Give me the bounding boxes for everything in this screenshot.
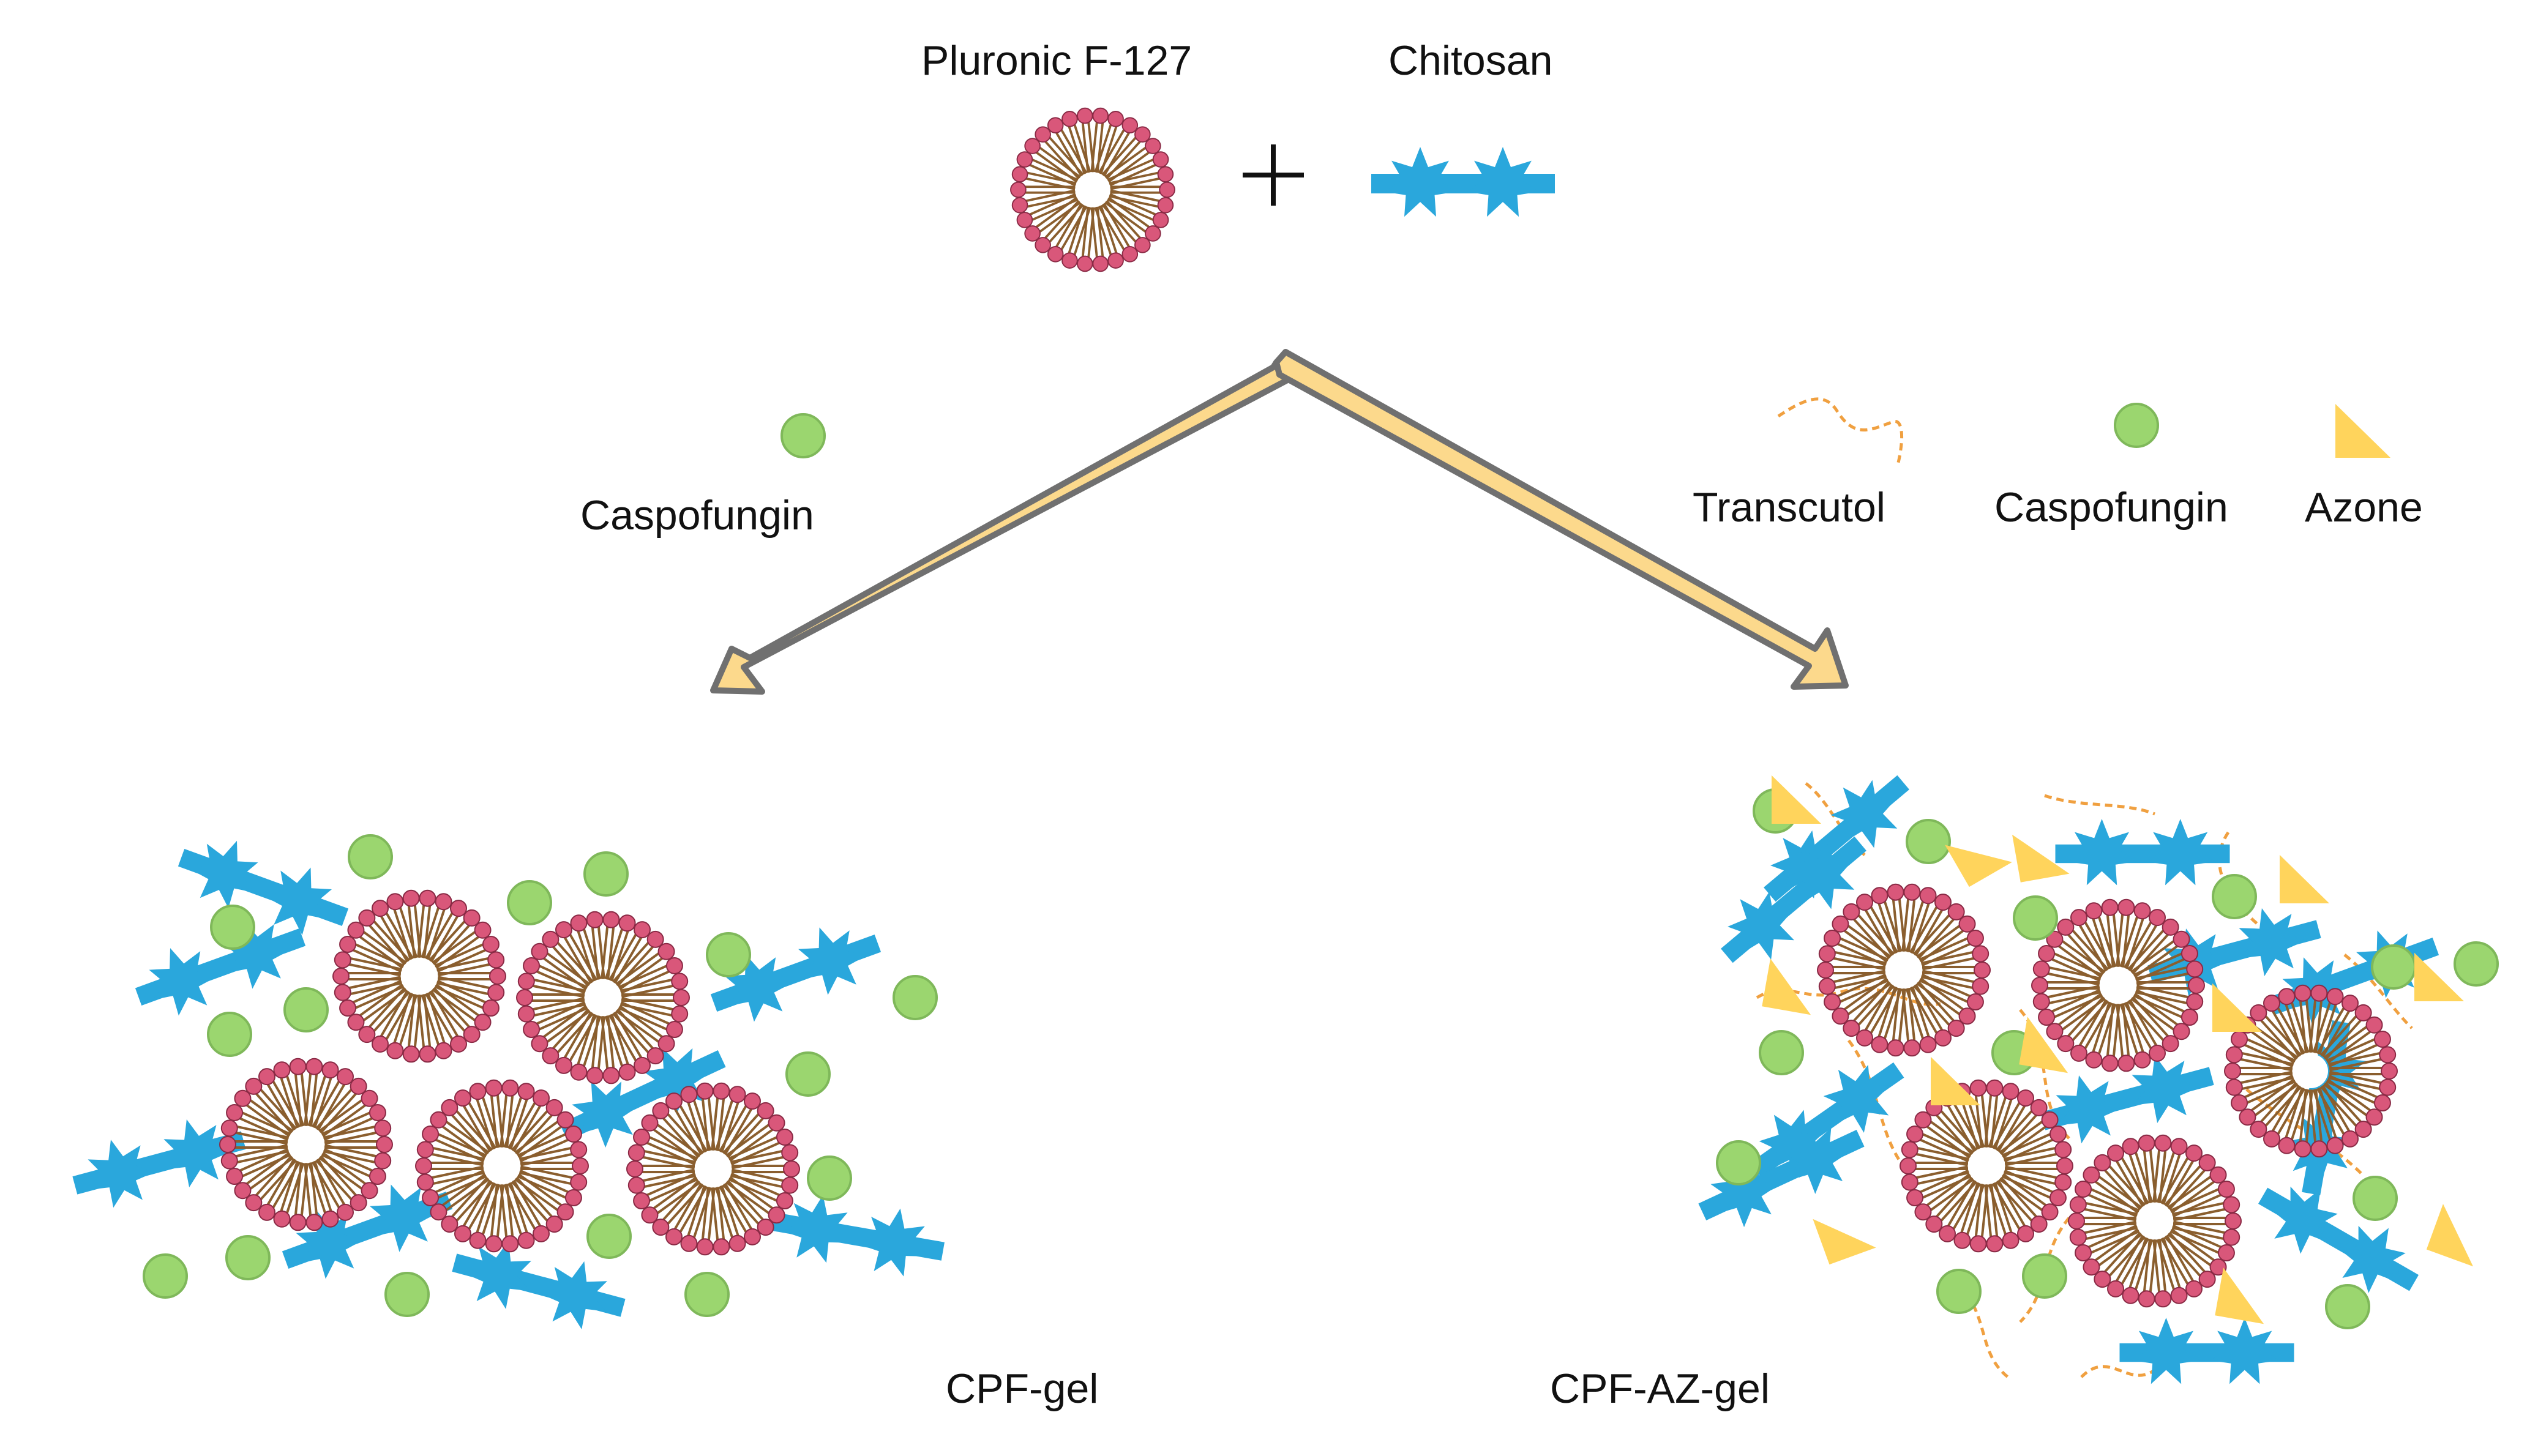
cpf-az-gel-label: CPF-AZ-gel (1550, 1365, 1770, 1412)
caspofungin-particle (2022, 1253, 2067, 1299)
caspofungin-particle (507, 880, 552, 925)
azone-particle (1772, 775, 1821, 824)
caspofungin-particle (583, 851, 629, 897)
transcutol-label: Transcutol (1693, 484, 1885, 531)
pluronic-micelle (1899, 1078, 2074, 1253)
caspofungin-particle (225, 1235, 271, 1280)
caspofungin-particle (348, 834, 393, 879)
caspofungin-particle (1936, 1269, 1982, 1314)
pluronic-micelle (2067, 1133, 2242, 1309)
azone-particle (1945, 820, 2012, 887)
caspofungin-particle (2454, 941, 2499, 987)
caspofungin-particle (706, 932, 751, 977)
caspofungin-particle (1759, 1030, 1804, 1075)
caspofungin-particle (2371, 944, 2416, 990)
pluronic-micelle-icon (1009, 106, 1176, 273)
caspofungin-right-icon (2114, 403, 2159, 448)
pluronic-micelle (219, 1057, 394, 1232)
azone-label: Azone (2305, 484, 2423, 531)
caspofungin-particle (807, 1155, 852, 1201)
chitosan-chain (2119, 1318, 2294, 1384)
pluronic-micelle (626, 1081, 801, 1256)
transcutol-strand (2044, 794, 2155, 816)
cpf-az-gel-illustration (1687, 755, 2499, 1384)
caspofungin-particle (893, 975, 938, 1020)
chitosan-chain (170, 824, 357, 947)
azone-particle (2215, 1267, 2272, 1324)
caspofungin-left-icon (780, 413, 826, 458)
azone-particle (2426, 1204, 2490, 1267)
caspofungin-particle (2013, 895, 2058, 941)
caspofungin-particle (1716, 1140, 1761, 1185)
caspofungin-particle (785, 1051, 831, 1097)
caspofungin-left-label: Caspofungin (580, 492, 814, 539)
pluronic-micelle (515, 910, 691, 1085)
pluronic-micelle (414, 1078, 590, 1253)
arrow-left (710, 359, 1292, 695)
caspofungin-particle (2325, 1284, 2370, 1329)
pluronic-micelle (1816, 883, 1991, 1058)
transcutol-strand (2343, 954, 2413, 1029)
caspofungin-particle (2212, 874, 2257, 919)
chitosan-icon (1371, 147, 1555, 217)
pluronic-micelle (332, 889, 507, 1064)
caspofungin-particle (2353, 1176, 2398, 1221)
azone-particle (1762, 958, 1819, 1015)
caspofungin-right-label: Caspofungin (1994, 484, 2228, 531)
azone-particle (1813, 1202, 1876, 1265)
chitosan-chain (2055, 819, 2230, 886)
caspofungin-particle (684, 1272, 730, 1317)
chitosan-label: Chitosan (1388, 37, 1553, 84)
caspofungin-particle (210, 905, 255, 950)
azone-icon (2335, 404, 2390, 458)
caspofungin-particle (384, 1272, 430, 1317)
pluronic-micelle (2031, 898, 2206, 1073)
caspofungin-particle (1906, 819, 1951, 864)
caspofungin-particle (283, 987, 329, 1032)
arrow-right (1273, 349, 1849, 690)
transcutol-strand (2019, 1217, 2070, 1323)
cpf-gel-illustration (66, 824, 949, 1338)
caspofungin-particle (143, 1253, 188, 1299)
azone-particle (2280, 854, 2329, 903)
cpf-gel-label: CPF-gel (946, 1365, 1099, 1412)
transcutol-strand (2080, 1364, 2162, 1378)
caspofungin-particle (586, 1214, 632, 1259)
pluronic-label: Pluronic F-127 (921, 37, 1192, 84)
plus-sign-icon (1243, 144, 1304, 206)
azone-particle (1931, 1056, 1980, 1105)
transcutol-icon (1777, 397, 1903, 466)
caspofungin-particle (207, 1012, 252, 1057)
